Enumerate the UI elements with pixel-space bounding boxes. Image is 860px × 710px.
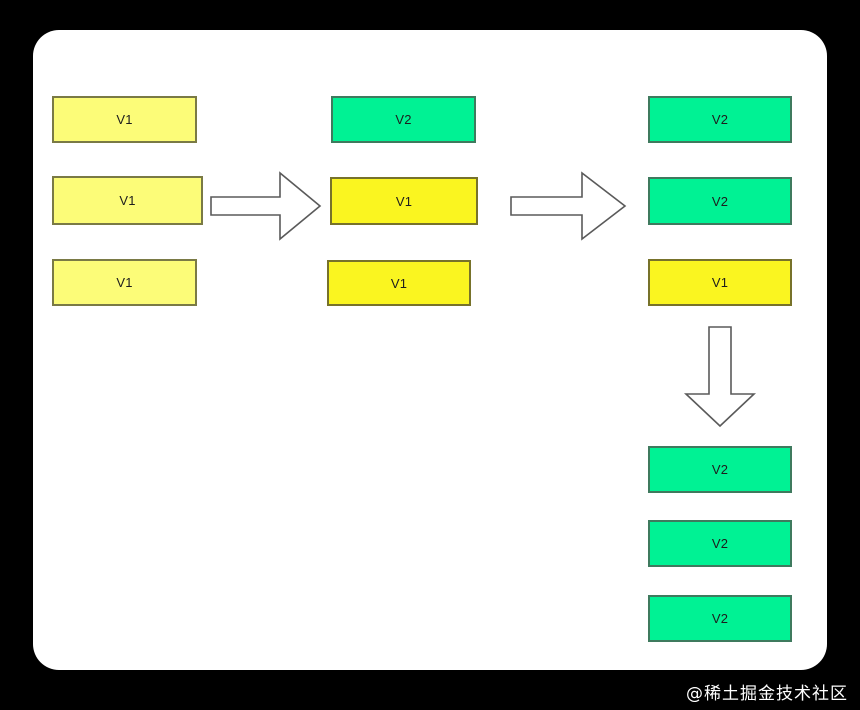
arrow-down-1: [683, 326, 757, 428]
stage3-box-2-label: V2: [711, 193, 729, 209]
stage4-box-3-label: V2: [711, 611, 729, 626]
stage3-box-1-label: V2: [711, 112, 729, 127]
diagram-card: V1 V1 V1 V2 V1 V1: [33, 30, 827, 670]
arrow-down-1-shape: [683, 326, 757, 428]
stage1-box-2[interactable]: V1: [52, 176, 203, 225]
stage4-box-1-label: V2: [711, 462, 729, 477]
stage3-box-2[interactable]: V2: [648, 177, 792, 225]
stage1-box-3[interactable]: V1: [52, 259, 197, 306]
stage1-box-3-label: V1: [116, 275, 133, 290]
stage4-box-2[interactable]: V2: [648, 520, 792, 567]
stage4-box-1[interactable]: V2: [648, 446, 792, 493]
stage2-box-1-label: V2: [395, 112, 412, 127]
stage2-box-2[interactable]: V1: [330, 177, 478, 225]
stage2-box-3[interactable]: V1: [327, 260, 471, 306]
stage3-box-3-label: V1: [711, 275, 729, 290]
arrow-right-2-shape: [510, 171, 627, 241]
arrow-right-1: [210, 170, 322, 242]
stage4-box-3[interactable]: V2: [648, 595, 792, 642]
arrow-right-2: [510, 170, 628, 242]
stage1-box-1-label: V1: [116, 112, 133, 127]
stage2-box-3-label: V1: [390, 275, 408, 291]
stage2-box-1[interactable]: V2: [331, 96, 476, 143]
stage3-box-3[interactable]: V1: [648, 259, 792, 306]
stage1-box-2-label: V1: [119, 193, 136, 208]
stage3-box-1[interactable]: V2: [648, 96, 792, 143]
stage4-box-2-label: V2: [711, 536, 729, 551]
watermark-label: @稀土掘金技术社区: [686, 684, 848, 704]
stage2-box-2-label: V1: [395, 193, 413, 209]
stage1-box-1[interactable]: V1: [52, 96, 197, 143]
arrow-right-1-shape: [210, 171, 322, 241]
